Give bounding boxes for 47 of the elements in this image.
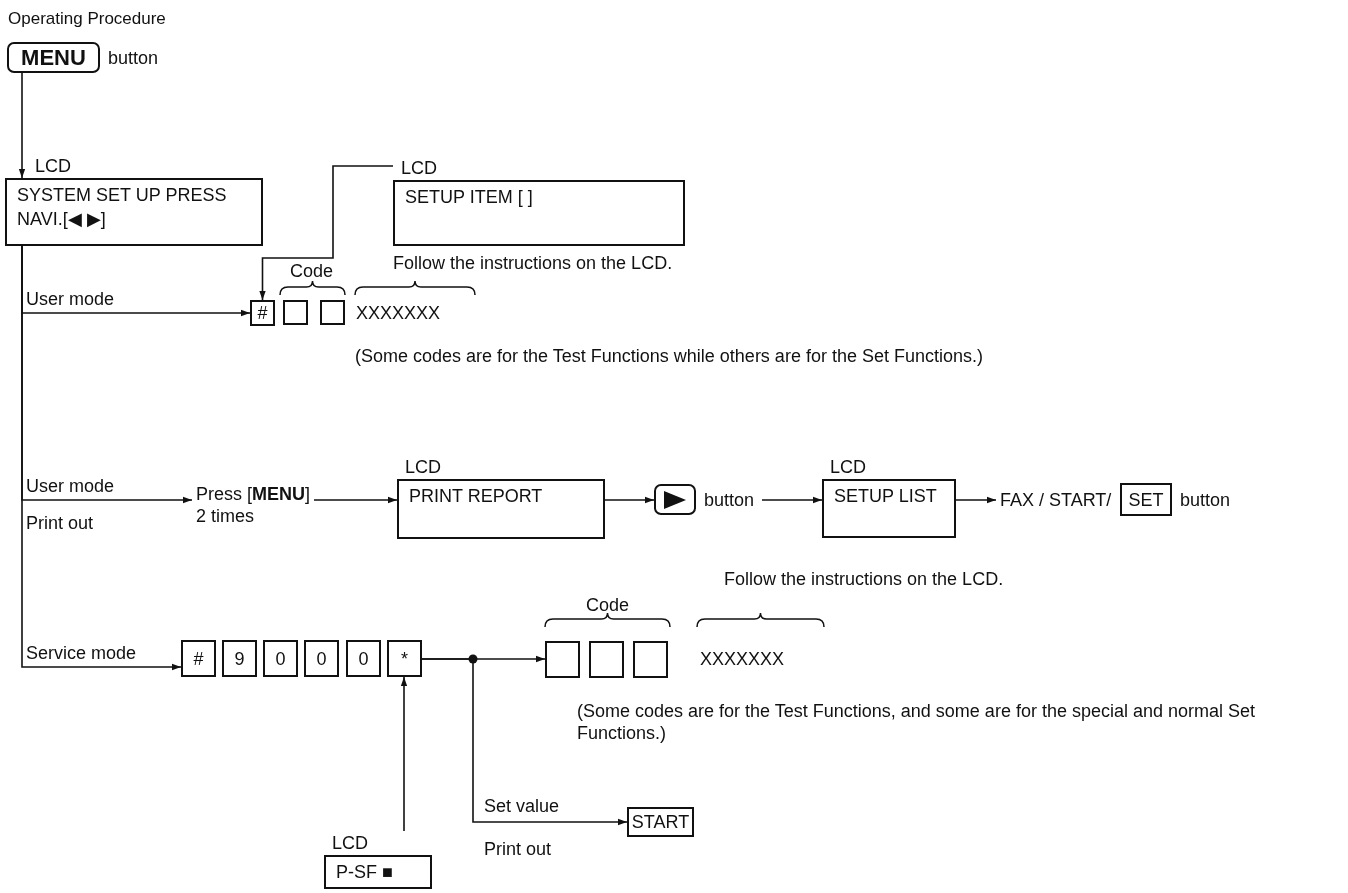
lcd-label: LCD xyxy=(331,832,368,855)
caption-text: button xyxy=(704,488,755,511)
lcd-label: LCD xyxy=(400,157,437,180)
keypad-key: START xyxy=(627,807,694,837)
label-text: Code xyxy=(586,594,630,616)
keypad-key: SET xyxy=(1120,483,1172,516)
edge-label: Set value xyxy=(484,795,560,817)
keypad-key: * xyxy=(387,640,422,677)
label-text: Print out xyxy=(484,838,552,860)
label-text: XXXXXXX xyxy=(356,302,441,324)
edge-label: User mode xyxy=(26,475,115,497)
keypad-key: 9 xyxy=(222,640,257,677)
lcd-label: LCD xyxy=(34,155,71,178)
keypad-key: 0 xyxy=(304,640,339,677)
keypad-key: # xyxy=(181,640,216,677)
arrow xyxy=(259,165,394,301)
arrow xyxy=(604,496,655,504)
arrow xyxy=(18,72,26,179)
label-text: Follow the instructions on the LCD. xyxy=(724,568,1004,590)
lcd-screen: SETUP LIST xyxy=(822,479,956,538)
lcd-label: LCD xyxy=(404,456,441,479)
keypad-key: 0 xyxy=(263,640,298,677)
lcd-label: LCD xyxy=(829,456,866,479)
label-text: Print out xyxy=(26,512,94,534)
caption-text: button xyxy=(1180,488,1231,511)
arrow xyxy=(761,496,823,504)
heading-text: Operating Procedure xyxy=(8,8,166,30)
arrow xyxy=(313,496,398,504)
arrow xyxy=(21,245,182,671)
edge-label: User mode xyxy=(26,288,115,310)
label-text: (Some codes are for the Test Functions, and some are for the special and normal Set Functions.) xyxy=(577,700,1257,744)
keypad-key: MENU xyxy=(7,42,100,73)
arrow xyxy=(400,676,408,832)
label-text: Code xyxy=(290,260,334,282)
arrow xyxy=(421,658,628,826)
lcd-screen: SYSTEM SET UP PRESS NAVI.[◀ ▶] xyxy=(5,178,263,246)
label-text: XXXXXXX xyxy=(700,648,785,670)
lcd-screen: SETUP ITEM [ ] xyxy=(393,180,685,246)
caption-text: button xyxy=(108,46,159,69)
keypad-key: 0 xyxy=(346,640,381,677)
caption-text: Follow the instructions on the LCD. xyxy=(393,252,673,274)
lcd-screen: P-SF ■ xyxy=(324,855,432,889)
lcd-screen: PRINT REPORT xyxy=(397,479,605,539)
keypad-key: # xyxy=(250,300,275,326)
arrow xyxy=(955,496,997,504)
edge-label: Service mode xyxy=(26,642,137,664)
label-text: (Some codes are for the Test Functions while others are for the Set Functions.) xyxy=(355,345,983,367)
